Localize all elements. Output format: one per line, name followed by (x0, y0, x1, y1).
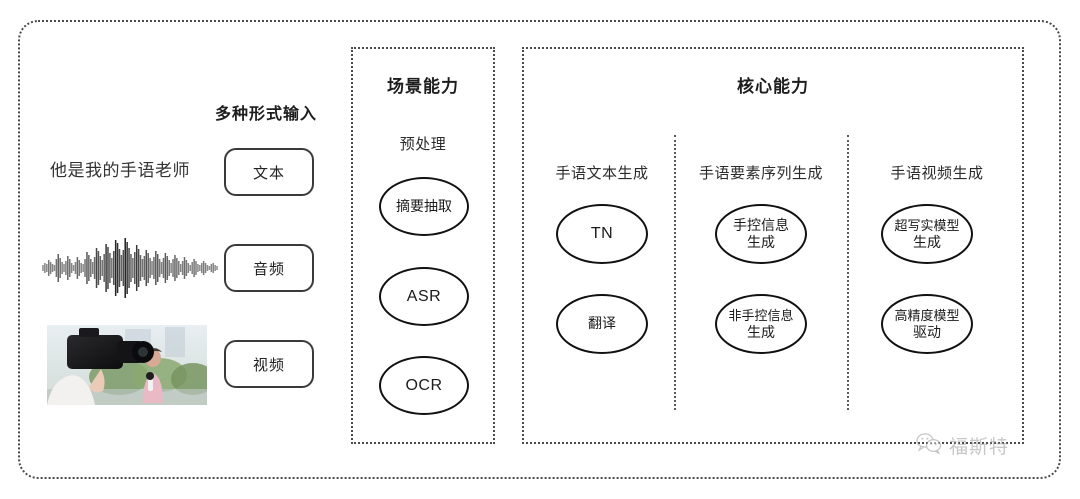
core-node-nonmanual-info-generation-line1: 非手控信息 (728, 307, 794, 323)
core-node-highprecision-model-drive-line1: 高精度模型 (894, 307, 960, 323)
core-node-hyperreal-model-generation-line1: 超写实模型 (894, 217, 960, 233)
scene-node-ocr[interactable]: OCR (379, 356, 469, 415)
audio-waveform-icon (42, 236, 218, 300)
core-column-heading-video-generation: 手语视频生成 (890, 165, 984, 182)
core-node-highprecision-model-drive[interactable]: 高精度模型 驱动 (881, 294, 973, 354)
scene-node-summary[interactable]: 摘要抽取 (379, 177, 469, 236)
core-node-manual-info-generation[interactable]: 手控信息 生成 (715, 204, 807, 264)
watermark: 福斯特 (916, 432, 1009, 459)
core-capability-panel: 核心能力 手语文本生成 TN 翻译 手语要素序列生成 手控信息 生成 非手控信息… (522, 47, 1024, 444)
scene-node-asr[interactable]: ASR (379, 267, 469, 326)
wechat-logo-icon (916, 432, 942, 459)
input-pill-video[interactable]: 视频 (224, 340, 314, 388)
video-thumbnail (47, 325, 207, 405)
core-node-tn[interactable]: TN (556, 204, 648, 264)
core-node-nonmanual-info-generation[interactable]: 非手控信息 生成 (715, 294, 807, 354)
sample-text-label: 他是我的手语老师 (50, 161, 190, 180)
input-pill-audio[interactable]: 音频 (224, 244, 314, 292)
core-node-manual-info-generation-line2: 生成 (747, 234, 775, 250)
core-node-nonmanual-info-generation-line2: 生成 (746, 324, 775, 340)
core-column-heading-element-sequence: 手语要素序列生成 (698, 165, 823, 182)
scene-capability-panel: 场景能力 预处理 摘要抽取 ASR OCR (351, 47, 495, 444)
outer-frame (18, 20, 1061, 479)
core-node-hyperreal-model-generation-line2: 生成 (912, 234, 941, 250)
core-panel-title: 核心能力 (737, 77, 809, 96)
scene-panel-title: 场景能力 (387, 77, 459, 96)
watermark-text: 福斯特 (949, 437, 1010, 458)
core-column-heading-text-generation: 手语文本生成 (555, 165, 649, 182)
input-section-heading: 多种形式输入 (214, 106, 317, 123)
core-node-highprecision-model-drive-line2: 驱动 (912, 324, 941, 340)
core-column-divider-1 (674, 135, 676, 410)
core-node-translation[interactable]: 翻译 (556, 294, 648, 354)
core-node-manual-info-generation-line1: 手控信息 (733, 216, 789, 233)
core-column-divider-2 (847, 135, 849, 410)
scene-panel-subtitle: 预处理 (399, 136, 447, 153)
core-node-hyperreal-model-generation[interactable]: 超写实模型 生成 (881, 204, 973, 264)
input-pill-text[interactable]: 文本 (224, 148, 314, 196)
